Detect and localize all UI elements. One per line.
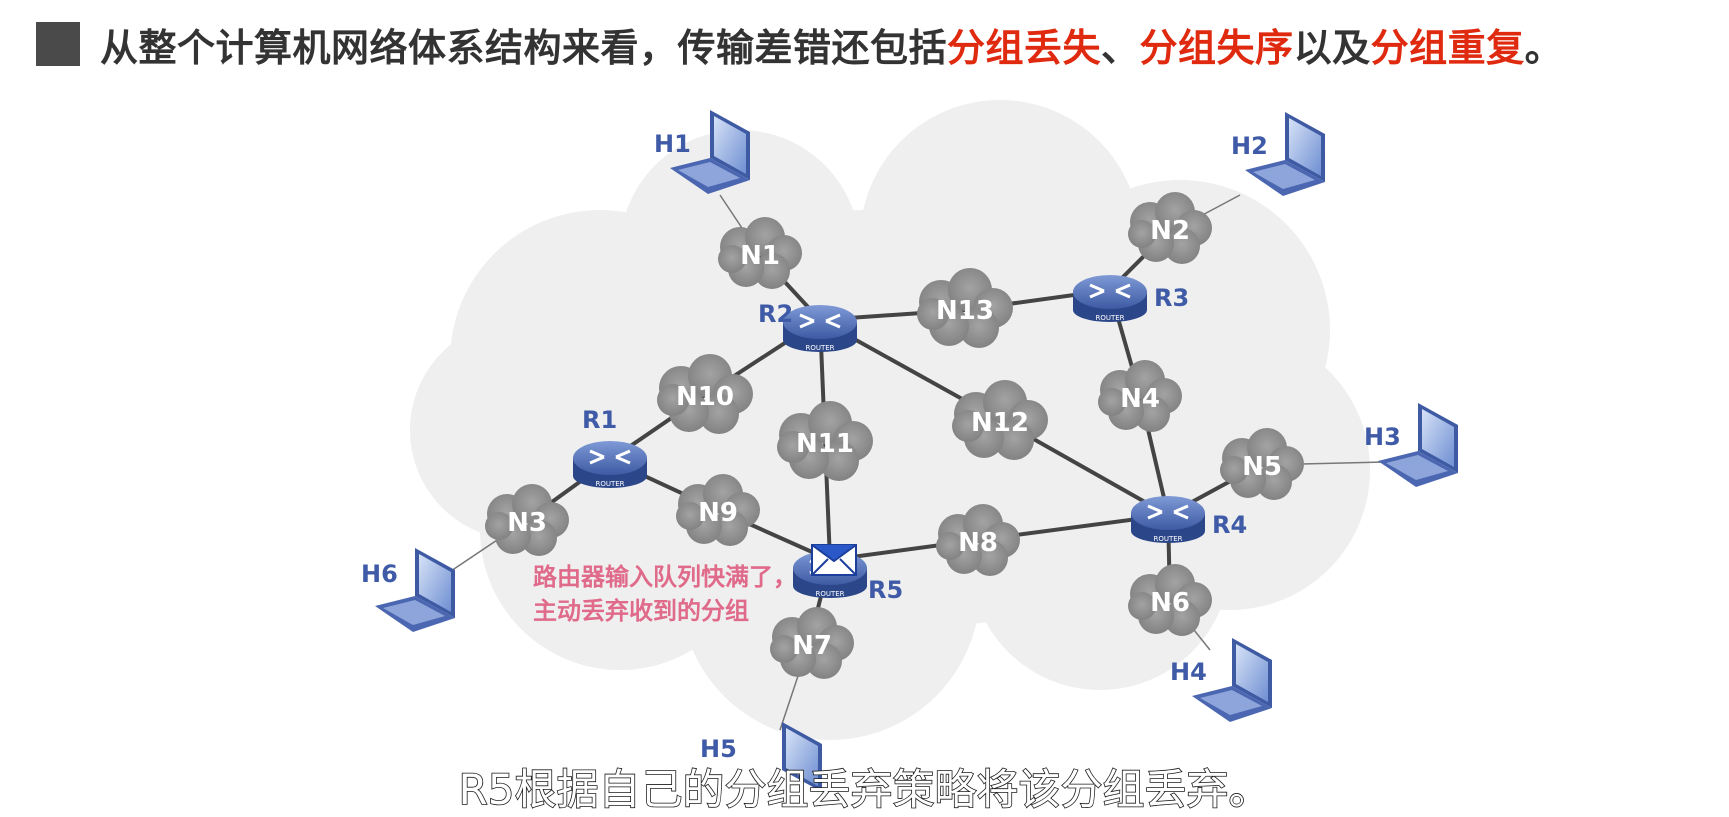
title-sep1: 、 bbox=[1101, 25, 1140, 70]
router-R2: ROUTER R2 bbox=[758, 300, 857, 352]
network-label-N12: N12 bbox=[971, 408, 1029, 438]
host-H1: H1 bbox=[654, 110, 750, 194]
cloud-N8: N8 bbox=[936, 504, 1020, 576]
cloud-N3: N3 bbox=[485, 484, 569, 556]
cloud-N10: N10 bbox=[657, 354, 753, 434]
host-label-H5: H5 bbox=[700, 735, 737, 763]
router-label-R2: R2 bbox=[758, 300, 793, 328]
host-H2: H2 bbox=[1231, 112, 1325, 196]
cloud-N11: N11 bbox=[777, 401, 873, 481]
annotation-line-2: 主动丢弃收到的分组 bbox=[533, 597, 749, 625]
network-label-N13: N13 bbox=[936, 296, 994, 326]
router-R3: ROUTER R3 bbox=[1073, 275, 1189, 322]
network-label-N5: N5 bbox=[1242, 452, 1282, 482]
router-label-R1: R1 bbox=[582, 406, 617, 434]
title-end: 。 bbox=[1524, 25, 1564, 70]
network-label-N8: N8 bbox=[958, 528, 998, 558]
background-cloud bbox=[410, 100, 1370, 740]
router-badge: ROUTER bbox=[805, 344, 834, 352]
network-label-N1: N1 bbox=[740, 241, 780, 271]
host-label-H4: H4 bbox=[1170, 658, 1207, 686]
cloud-N9: N9 bbox=[676, 474, 760, 546]
router-R4: ROUTER R4 bbox=[1131, 496, 1247, 543]
bullet-square-icon bbox=[36, 22, 80, 66]
network-label-N6: N6 bbox=[1150, 588, 1190, 618]
cloud-N12: N12 bbox=[952, 380, 1048, 460]
title-prefix: 从整个计算机网络体系结构来看，传输差错还包括 bbox=[100, 25, 948, 70]
slide-header: 从整个计算机网络体系结构来看，传输差错还包括分组丢失、分组失序以及分组重复。 bbox=[36, 18, 1563, 70]
slide-title: 从整个计算机网络体系结构来看，传输差错还包括分组丢失、分组失序以及分组重复。 bbox=[100, 17, 1563, 72]
host-label-H1: H1 bbox=[654, 130, 691, 158]
router-label-R4: R4 bbox=[1212, 511, 1247, 539]
cloud-N6: N6 bbox=[1128, 564, 1212, 636]
cloud-N5: N5 bbox=[1220, 428, 1304, 500]
cloud-N4: N4 bbox=[1098, 360, 1182, 432]
router-R1: ROUTER R1 bbox=[573, 406, 647, 488]
host-H6: H6 bbox=[361, 548, 455, 632]
router-badge: ROUTER bbox=[1095, 314, 1124, 322]
host-H5: H5 bbox=[700, 722, 822, 792]
network-label-N7: N7 bbox=[792, 631, 832, 661]
network-label-N9: N9 bbox=[698, 498, 738, 528]
router-badge: ROUTER bbox=[815, 590, 844, 598]
network-label-N4: N4 bbox=[1120, 384, 1160, 414]
title-sep2: 以及 bbox=[1293, 25, 1371, 70]
network-label-N11: N11 bbox=[796, 429, 854, 459]
annotation-line-1: 路由器输入队列快满了， bbox=[533, 563, 797, 591]
router-label-R3: R3 bbox=[1154, 284, 1189, 312]
network-label-N10: N10 bbox=[676, 382, 734, 412]
title-packet-dup: 分组重复 bbox=[1370, 25, 1525, 70]
title-packet-order: 分组失序 bbox=[1139, 25, 1294, 70]
host-H4: H4 bbox=[1170, 638, 1272, 722]
router-badge: ROUTER bbox=[595, 480, 624, 488]
cloud-N2: N2 bbox=[1128, 192, 1212, 264]
video-subtitle: R5根据自己的分组丢弃策略将该分组丢弃。 bbox=[458, 764, 1272, 815]
network-label-N2: N2 bbox=[1150, 216, 1190, 246]
host-label-H3: H3 bbox=[1364, 423, 1401, 451]
router-label-R5: R5 bbox=[868, 576, 903, 604]
host-label-H6: H6 bbox=[361, 560, 398, 588]
cloud-N1: N1 bbox=[718, 217, 802, 289]
router-drop-annotation: 路由器输入队列快满了， 主动丢弃收到的分组 bbox=[533, 560, 797, 628]
cloud-N13: N13 bbox=[917, 268, 1013, 348]
title-packet-loss: 分组丢失 bbox=[947, 25, 1102, 70]
host-H3: H3 bbox=[1364, 403, 1458, 487]
cloud-N7: N7 bbox=[770, 607, 854, 679]
network-label-N3: N3 bbox=[507, 508, 547, 538]
packet-envelope-icon bbox=[811, 544, 857, 576]
host-label-H2: H2 bbox=[1231, 132, 1268, 160]
router-badge: ROUTER bbox=[1153, 535, 1182, 543]
